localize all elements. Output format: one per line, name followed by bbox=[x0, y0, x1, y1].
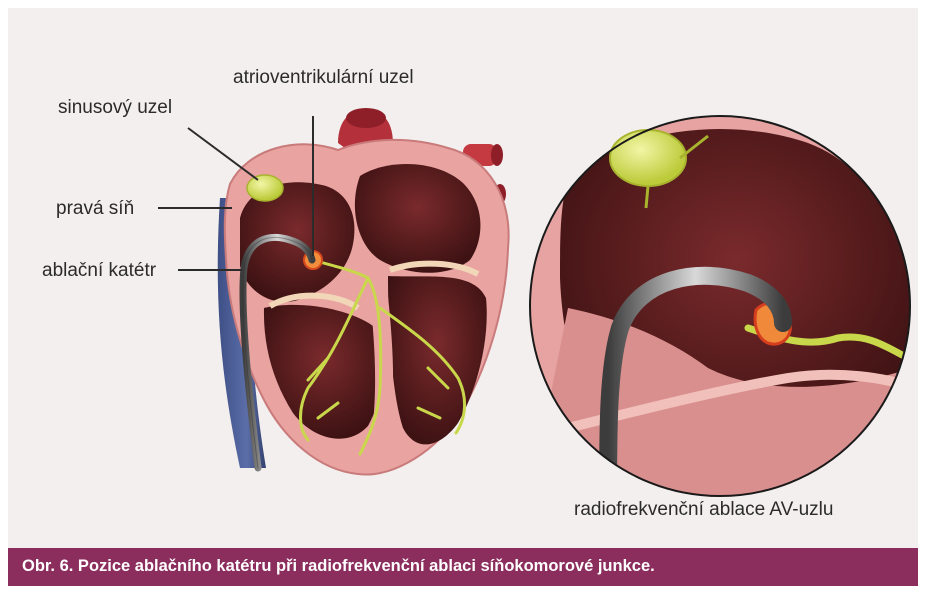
illustration-panel: sinusový uzel atrioventrikulární uzel pr… bbox=[8, 8, 918, 548]
sinus-node bbox=[247, 175, 283, 201]
label-right-atrium: pravá síň bbox=[56, 199, 134, 218]
ablation-zoom-inset bbox=[528, 116, 914, 508]
label-catheter: ablační katétr bbox=[42, 261, 156, 280]
sinus-node-zoomed bbox=[610, 130, 686, 186]
caption-bar: Obr. 6. Pozice ablačního katétru při rad… bbox=[8, 548, 918, 586]
figure-caption: Obr. 6. Pozice ablačního katétru při rad… bbox=[22, 557, 655, 576]
label-av-node: atrioventrikulární uzel bbox=[233, 68, 414, 87]
label-inset-title: radiofrekvenční ablace AV-uzlu bbox=[574, 500, 833, 519]
label-sinus-node: sinusový uzel bbox=[58, 98, 172, 117]
